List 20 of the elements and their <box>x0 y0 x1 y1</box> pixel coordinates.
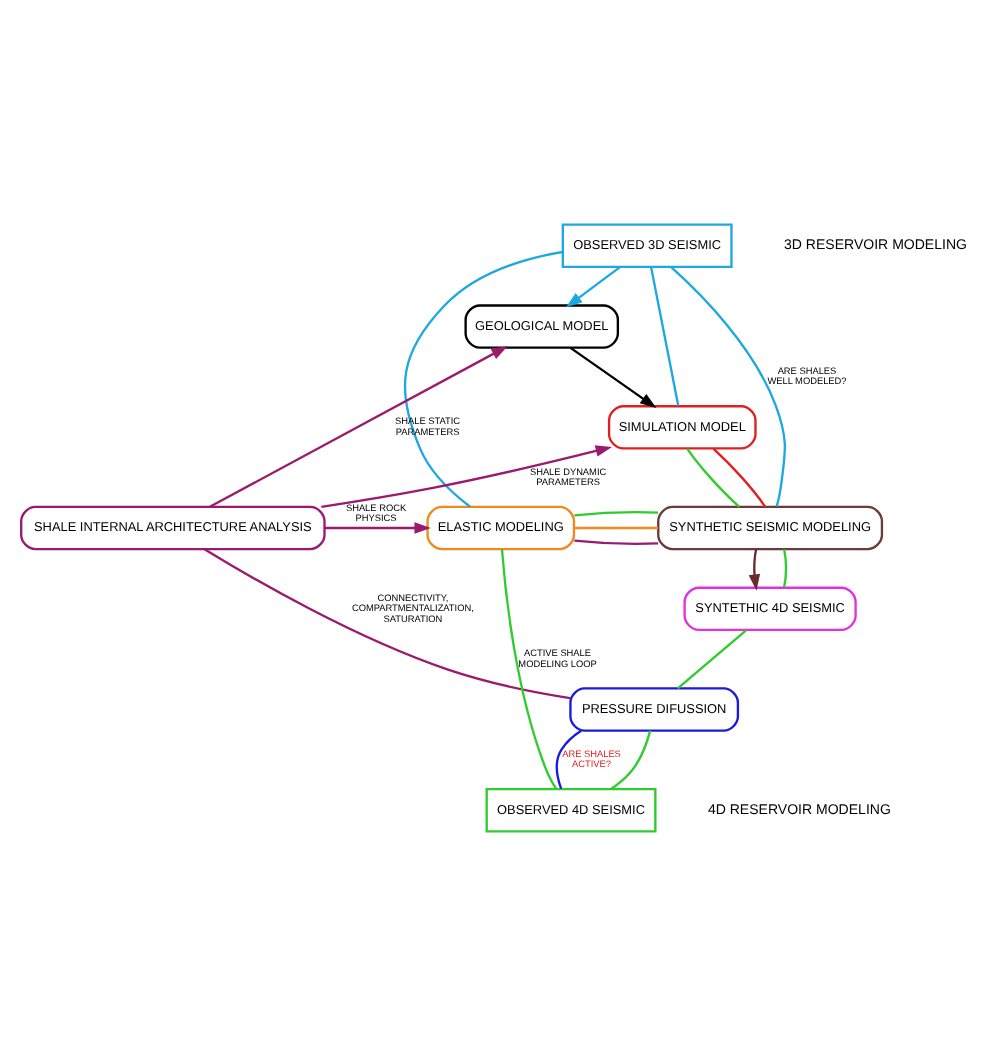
connector <box>783 548 788 587</box>
connector <box>677 628 747 689</box>
connector <box>574 525 659 529</box>
arrow <box>324 521 431 533</box>
connector <box>686 447 740 507</box>
connector <box>555 728 582 789</box>
arrow <box>209 345 508 507</box>
connector <box>500 548 558 789</box>
connector <box>403 249 563 507</box>
connector <box>610 729 652 790</box>
arrow <box>748 548 761 590</box>
connector <box>649 265 680 405</box>
arrow <box>565 265 621 307</box>
connector <box>670 265 786 506</box>
connector <box>203 547 571 699</box>
arrow <box>321 444 613 508</box>
connector <box>712 446 767 507</box>
connector <box>574 510 659 516</box>
arrow <box>569 345 657 408</box>
connector <box>574 538 659 544</box>
